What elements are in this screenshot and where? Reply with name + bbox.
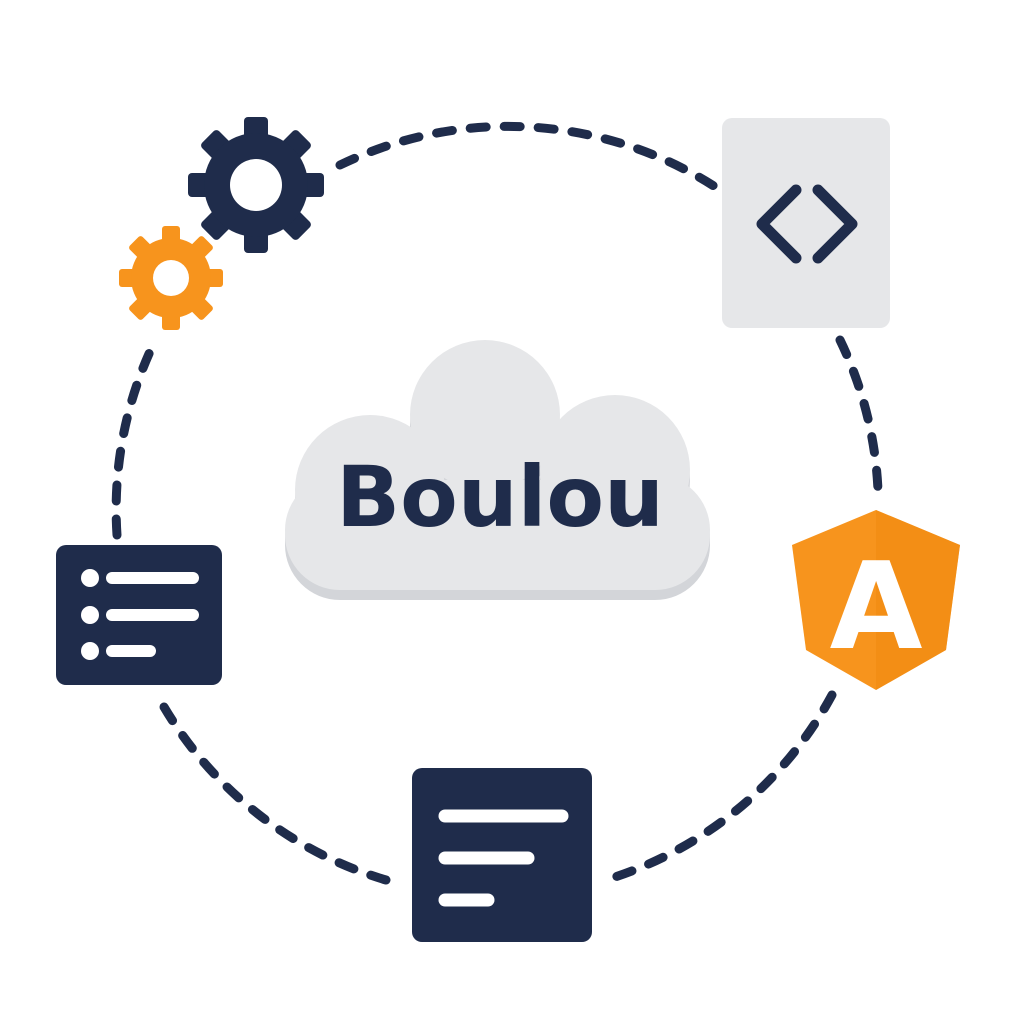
bullet-list-card bbox=[56, 545, 222, 685]
large-gear-icon bbox=[188, 117, 324, 253]
cloud-body bbox=[285, 340, 710, 590]
code-brackets-icon bbox=[756, 184, 858, 264]
list-lines bbox=[106, 572, 199, 657]
angular-letter: A bbox=[830, 538, 923, 677]
small-gear-icon bbox=[119, 226, 223, 330]
ring-segment-right-lower bbox=[607, 690, 837, 883]
text-lines-icon bbox=[438, 809, 569, 907]
ring-segment-right-upper bbox=[835, 335, 883, 495]
cloud-label: Boulou bbox=[336, 448, 664, 546]
text-document-card bbox=[412, 768, 592, 942]
center-cloud: Boulou bbox=[285, 340, 710, 600]
dashed-ring bbox=[111, 121, 883, 885]
list-icon bbox=[81, 569, 99, 660]
code-document-card bbox=[722, 118, 890, 328]
ring-segment-left bbox=[111, 340, 158, 540]
ring-segment-bottom-left bbox=[155, 695, 391, 885]
gears-icon bbox=[119, 117, 324, 330]
angular-icon: A bbox=[792, 510, 960, 690]
ring-segment-top bbox=[335, 121, 725, 195]
